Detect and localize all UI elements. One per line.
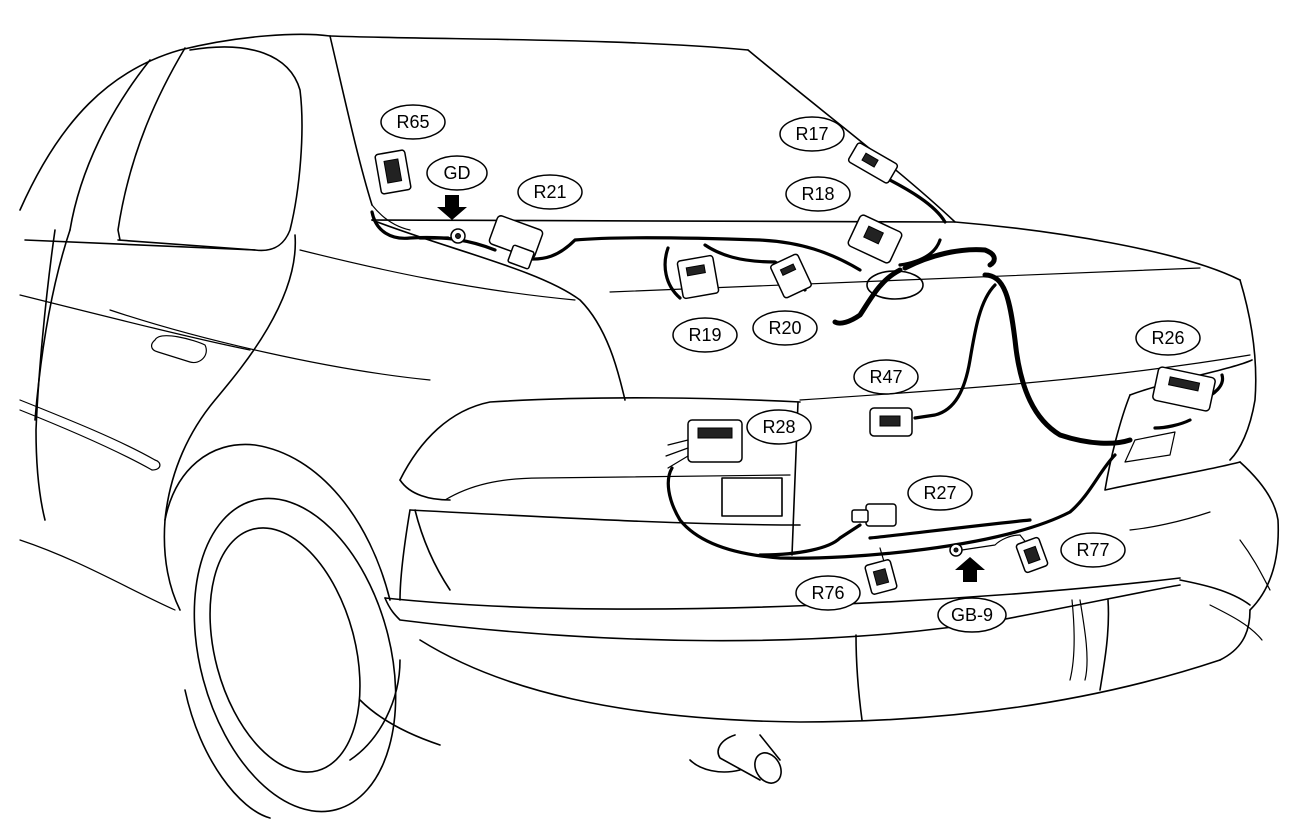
- callout-r18: R18: [785, 176, 851, 212]
- callout-r77: R77: [1060, 532, 1126, 568]
- callout-r76-text: R76: [811, 583, 844, 603]
- callout-gb9-text: GB-9: [951, 605, 993, 625]
- callout-labels: R65 GD R21 R17 R18 R19 R20 R26: [380, 104, 1201, 633]
- callout-r21: R21: [517, 174, 583, 210]
- callout-r76: R76: [795, 575, 861, 611]
- car-body-outline: [19, 33, 1280, 819]
- ground-gb9: [949, 543, 976, 557]
- connector-r65: [374, 149, 412, 195]
- callout-r18-text: R18: [801, 184, 834, 204]
- callout-gd-text: GD: [444, 163, 471, 183]
- callout-r47-text: R47: [869, 367, 902, 387]
- callout-r20-text: R20: [768, 318, 801, 338]
- callout-gb9: GB-9: [937, 597, 1007, 633]
- callout-gd: GD: [426, 155, 488, 191]
- callout-r27: R27: [907, 475, 973, 511]
- callout-r19: R19: [672, 317, 738, 353]
- gd-down-arrow: [437, 195, 467, 220]
- ground-gd: [418, 228, 466, 244]
- connector-r27: [851, 503, 897, 527]
- connectors: [374, 142, 1216, 595]
- callout-r28: R28: [746, 409, 812, 445]
- callout-r20: R20: [752, 310, 818, 346]
- ground-arrows: [437, 195, 985, 582]
- callout-r77-text: R77: [1076, 540, 1109, 560]
- connector-r77: [1015, 536, 1049, 574]
- callout-r21-text: R21: [533, 182, 566, 202]
- callout-r65-text: R65: [396, 112, 429, 132]
- connector-r18: [847, 214, 903, 264]
- callout-r26: R26: [1135, 320, 1201, 356]
- gb9-up-arrow: [955, 557, 985, 582]
- connector-r47: [869, 407, 913, 437]
- connector-r19: [676, 254, 720, 300]
- connector-r26: [1152, 366, 1216, 412]
- callout-r27-text: R27: [923, 483, 956, 503]
- connector-r76: [864, 559, 898, 595]
- callout-r26-text: R26: [1151, 328, 1184, 348]
- callout-r17: R17: [779, 116, 845, 152]
- callout-r47: R47: [853, 359, 919, 395]
- connector-r17: [847, 142, 899, 184]
- connector-r28: [665, 419, 743, 469]
- connector-r20: [770, 253, 812, 299]
- connector-r21: [488, 215, 544, 270]
- callout-r65: R65: [380, 104, 446, 140]
- callout-r19-text: R19: [688, 325, 721, 345]
- callout-r28-text: R28: [762, 417, 795, 437]
- callout-r17-text: R17: [795, 124, 828, 144]
